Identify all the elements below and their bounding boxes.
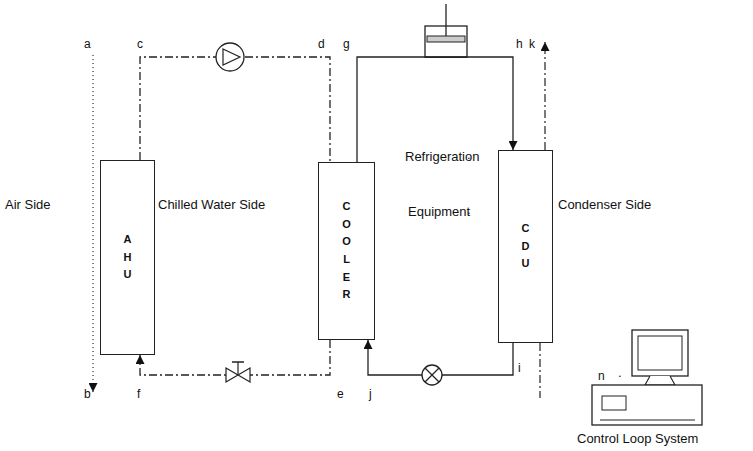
point-letter: b bbox=[84, 388, 91, 401]
point-letter: e bbox=[337, 388, 344, 401]
side-label: Air Side bbox=[5, 198, 51, 212]
equipment-box: C D U bbox=[498, 150, 553, 343]
point-letter: k bbox=[529, 38, 535, 51]
box-letters: C O O L E R bbox=[341, 198, 352, 304]
point-letter: c bbox=[137, 38, 143, 51]
air-flow-arrow bbox=[92, 55, 93, 392]
computer-icon bbox=[592, 330, 702, 425]
refrigerant-pipe bbox=[357, 57, 513, 162]
point-letter: j bbox=[369, 388, 372, 401]
point-letter: . bbox=[467, 148, 471, 162]
point-letter: f bbox=[137, 388, 140, 401]
side-label: Condenser Side bbox=[558, 198, 651, 212]
side-label: Chilled Water Side bbox=[158, 198, 265, 212]
expansion-valve-symbol bbox=[422, 365, 442, 385]
point-letter: . bbox=[618, 366, 622, 380]
box-letters: A H U bbox=[122, 231, 133, 284]
point-letter: n bbox=[598, 370, 605, 383]
box-letters: C D U bbox=[520, 220, 531, 273]
point-letter: d bbox=[318, 38, 325, 51]
equipment-box: C O O L E R bbox=[318, 162, 375, 340]
point-letter: i bbox=[518, 362, 521, 375]
condenser-outlet-line bbox=[544, 42, 545, 150]
chilled-water-pipe bbox=[140, 57, 330, 162]
valve-symbol bbox=[226, 362, 250, 382]
side-label: Control Loop System bbox=[577, 432, 698, 446]
chilled-water-pipe bbox=[140, 340, 330, 375]
compressor-symbol bbox=[425, 4, 467, 57]
point-letter: a bbox=[84, 38, 91, 51]
point-letter: . bbox=[467, 203, 471, 217]
point-letter: g bbox=[343, 38, 350, 51]
point-letter: h bbox=[516, 38, 523, 51]
pump-symbol bbox=[216, 43, 244, 71]
condenser-inlet-line bbox=[539, 343, 540, 398]
side-label: Equipment bbox=[408, 205, 470, 219]
equipment-box: A H U bbox=[100, 160, 155, 355]
